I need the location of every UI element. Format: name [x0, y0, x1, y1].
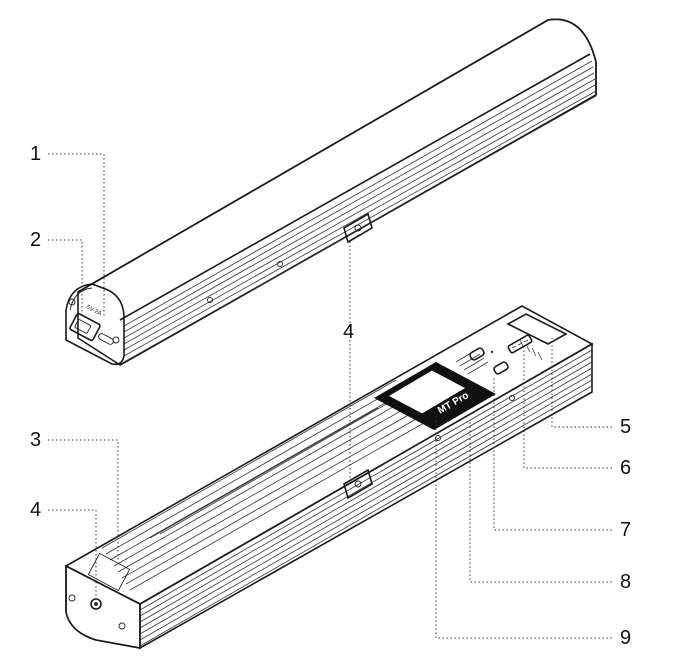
screw-icon: [509, 395, 515, 401]
screw-icon: [68, 298, 76, 306]
callout-2: 2: [30, 229, 41, 251]
button-down: [493, 361, 509, 375]
callout-9: 9: [620, 627, 631, 649]
callout-5: 5: [620, 416, 631, 438]
upper-tube-ribs: [123, 60, 597, 363]
callout-7: 7: [620, 519, 631, 541]
screw-icon: [277, 261, 283, 267]
port-recess: [69, 312, 101, 342]
port-rating-text: 5V-2A: [85, 304, 102, 317]
control-buttons: [469, 347, 509, 375]
callout-3: 3: [30, 429, 41, 451]
usb-port-panel: 5V-2A: [69, 304, 114, 345]
indicator-strip: [507, 334, 533, 354]
lower-tube-front-ribs: [139, 349, 593, 647]
lower-tube-end-cap: [65, 564, 141, 649]
screw-icon: [68, 594, 76, 602]
callout-4-center: 4: [343, 321, 354, 343]
callout-8: 8: [620, 571, 631, 593]
end-panel: [87, 552, 131, 592]
sensor-window: [506, 313, 568, 345]
screw-icon: [207, 297, 213, 303]
indicator-segments: [511, 339, 529, 349]
usb-c-port-icon: [98, 333, 114, 345]
callout-4-left: 4: [30, 499, 41, 521]
upper-tube-end-cap: [65, 283, 125, 366]
mount-plate: [343, 468, 373, 500]
mount-hole-icon: [354, 224, 362, 232]
dot-icon: [490, 350, 494, 354]
leader-lines: [48, 153, 612, 639]
callout-labels: 1 2 3 4 4 5 6 7 8 9: [30, 143, 631, 649]
lower-tube-top-ribs: [101, 379, 439, 591]
screen-display: [386, 369, 468, 415]
screw-icon: [112, 336, 120, 344]
mount-hole-icon: [354, 480, 362, 488]
upper-tube-top-surface: [77, 18, 597, 366]
lower-light-tube: MT Pro: [64, 305, 594, 650]
lcd-screen: MT Pro: [374, 362, 496, 430]
power-switch: [74, 319, 91, 334]
upper-light-tube: 5V-2A: [65, 18, 597, 366]
callout-6: 6: [620, 457, 631, 479]
screw-icon: [118, 622, 126, 630]
mount-plate: [343, 212, 373, 244]
callout-1: 1: [30, 143, 41, 165]
window-grille: [519, 339, 543, 361]
button-up: [469, 347, 485, 361]
